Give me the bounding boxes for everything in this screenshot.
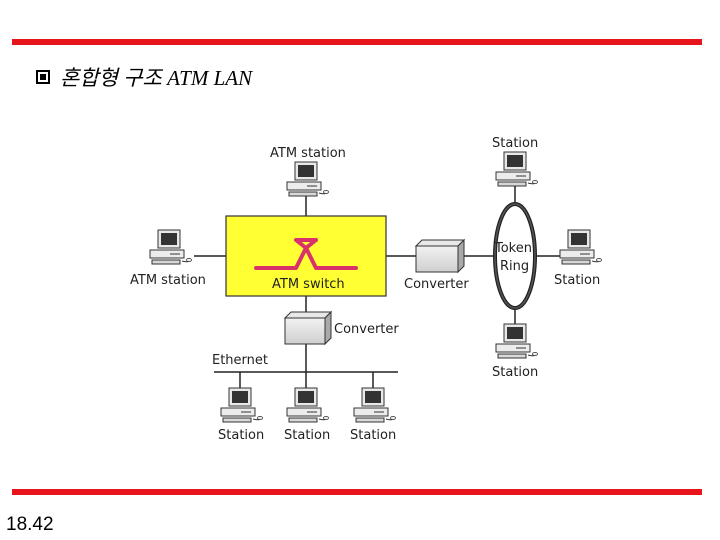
computer-icon [496,324,538,358]
atm-station-left: ATM station [130,230,206,288]
atm-station-top: ATM station [270,146,346,196]
ethernet-label: Ethernet [212,353,268,368]
token-ring-label-line1: Token [494,241,532,256]
ring-station-right: Station [554,230,602,288]
ethernet-station-label: Station [284,428,330,443]
converter-right-label: Converter [404,277,469,292]
computer-icon [287,162,329,196]
computer-icon [221,388,263,422]
computer-icon [287,388,329,422]
converter-bottom: Converter [285,312,399,344]
ethernet-station-2: Station [284,388,330,443]
ring-station-bottom: Station [492,324,538,380]
token-ring-label-line2: Ring [500,259,529,274]
atm-switch-label: ATM switch [272,277,345,292]
station-bottom-label: Station [492,365,538,380]
station-top-label: Station [492,136,538,151]
ethernet-station-label: Station [350,428,396,443]
computer-icon [560,230,602,264]
converter-bottom-label: Converter [334,322,399,337]
atm-switch: ATM switch [226,216,386,296]
atm-station-left-label: ATM station [130,273,206,288]
atm-station-top-label: ATM station [270,146,346,161]
token-ring: Token Ring [494,204,535,308]
computer-icon [496,152,538,186]
ethernet-station-label: Station [218,428,264,443]
ring-station-top: Station [492,136,538,186]
converter-right: Converter [404,240,469,292]
computer-icon [150,230,192,264]
ethernet-station-3: Station [350,388,396,443]
ethernet-station-1: Station [218,388,264,443]
station-right-label: Station [554,273,600,288]
computer-icon [354,388,396,422]
